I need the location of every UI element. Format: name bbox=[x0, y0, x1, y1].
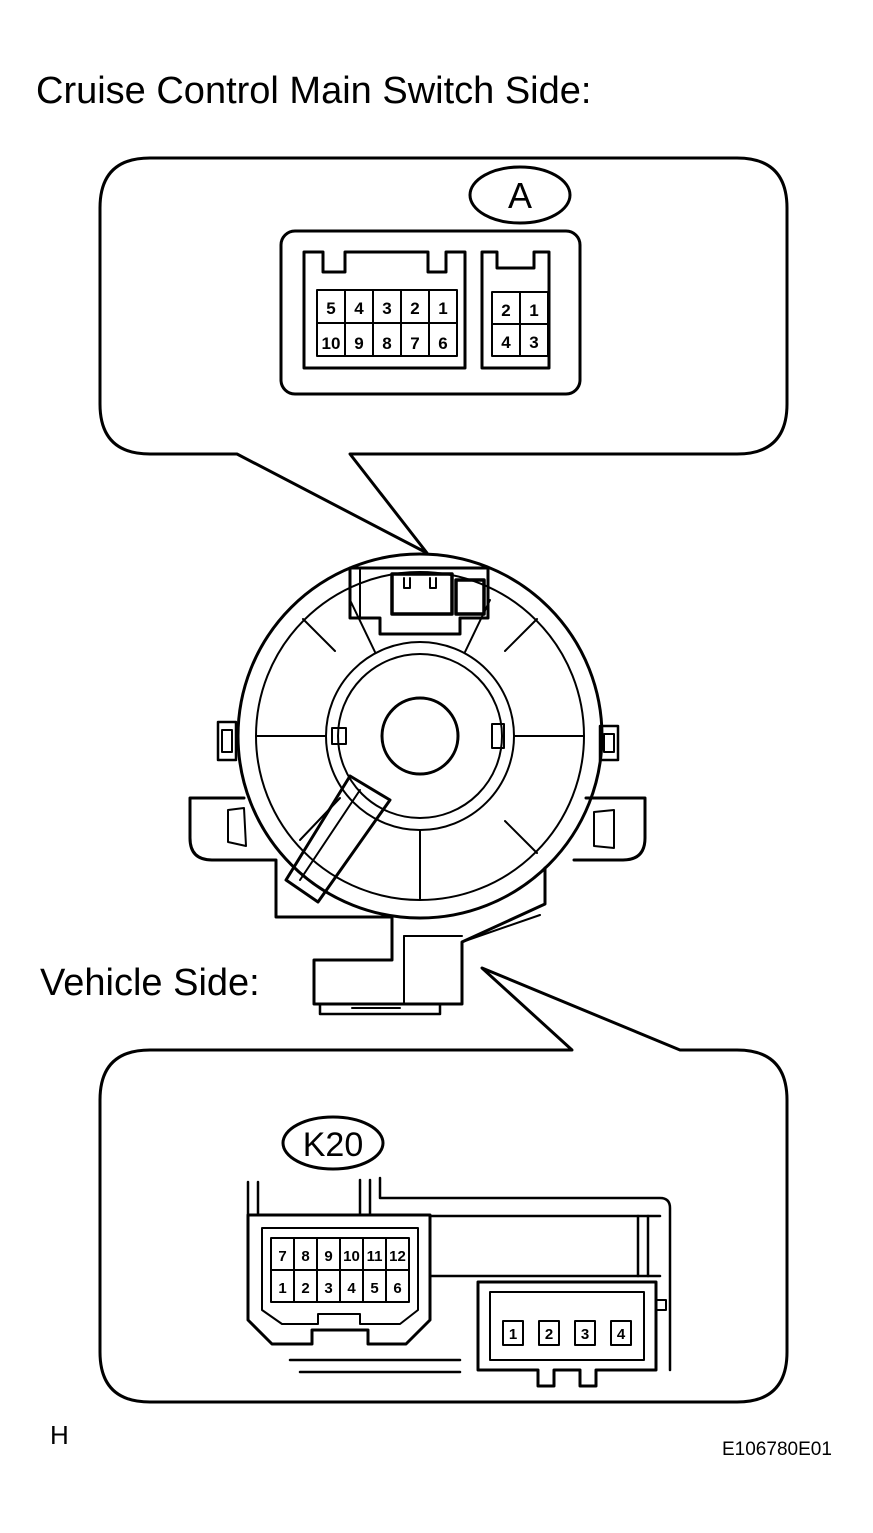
pin-number: 1 bbox=[509, 1326, 517, 1343]
pin-number: 9 bbox=[324, 1248, 332, 1265]
pin-number: 2 bbox=[410, 299, 419, 318]
pin-number: 10 bbox=[322, 334, 341, 353]
pin-cell bbox=[610, 1320, 632, 1346]
callout-k20-bubble bbox=[98, 966, 789, 1404]
connector-a-tag-text: A bbox=[508, 175, 532, 216]
pin-number: 8 bbox=[382, 334, 391, 353]
pin-number: 1 bbox=[438, 299, 447, 318]
pin-number: 3 bbox=[529, 333, 538, 352]
pin-number: 2 bbox=[545, 1326, 553, 1343]
figure-id: E106780E01 bbox=[722, 1439, 832, 1460]
pin-number: 12 bbox=[389, 1248, 406, 1265]
pin-number: 4 bbox=[617, 1326, 626, 1343]
connector-a-tag bbox=[468, 165, 572, 225]
pin-number: 5 bbox=[326, 299, 335, 318]
connector-k20-small-block bbox=[476, 1280, 658, 1388]
spiral-connector-a-socket bbox=[390, 572, 454, 616]
pin-number: 9 bbox=[354, 334, 363, 353]
corner-mark: H bbox=[50, 1420, 69, 1450]
connector-k20-small-pins: 1 2 3 4 bbox=[502, 1320, 632, 1346]
pin-cell bbox=[502, 1320, 524, 1346]
pin-number: 1 bbox=[529, 301, 538, 320]
pin-number: 11 bbox=[367, 1248, 383, 1265]
pin-number: 3 bbox=[324, 1280, 332, 1297]
pin-number: 6 bbox=[438, 334, 447, 353]
pin-number: 3 bbox=[382, 299, 391, 318]
pin-number: 7 bbox=[410, 334, 419, 353]
spiral-cable bbox=[188, 552, 647, 1016]
pin-number: 4 bbox=[501, 333, 511, 352]
connector-k20-tag-text: K20 bbox=[303, 1126, 364, 1164]
pin-number: 5 bbox=[370, 1280, 378, 1297]
pin-number: 3 bbox=[581, 1326, 589, 1343]
main-switch-side-label: Cruise Control Main Switch Side: bbox=[36, 70, 592, 112]
callout-a-bubble bbox=[98, 156, 789, 555]
pin-number: 6 bbox=[393, 1280, 401, 1297]
pin-number: 2 bbox=[301, 1280, 309, 1297]
connector-k20-large-block bbox=[246, 1213, 432, 1346]
connector-a-housing bbox=[279, 229, 582, 396]
pin-cell bbox=[538, 1320, 560, 1346]
pin-cell bbox=[574, 1320, 596, 1346]
connector-k20-tag bbox=[281, 1115, 385, 1171]
pin-number: 1 bbox=[278, 1280, 286, 1297]
connector-a-large-block bbox=[302, 250, 467, 370]
connector-a-small-block bbox=[480, 250, 551, 370]
pin-number: 4 bbox=[347, 1280, 356, 1297]
pin-number: 10 bbox=[343, 1248, 360, 1265]
pin-number: 4 bbox=[354, 299, 364, 318]
pin-number: 8 bbox=[301, 1248, 309, 1265]
pin-number: 2 bbox=[501, 301, 510, 320]
pin-number: 7 bbox=[278, 1248, 286, 1265]
vehicle-side-label: Vehicle Side: bbox=[40, 962, 260, 1004]
